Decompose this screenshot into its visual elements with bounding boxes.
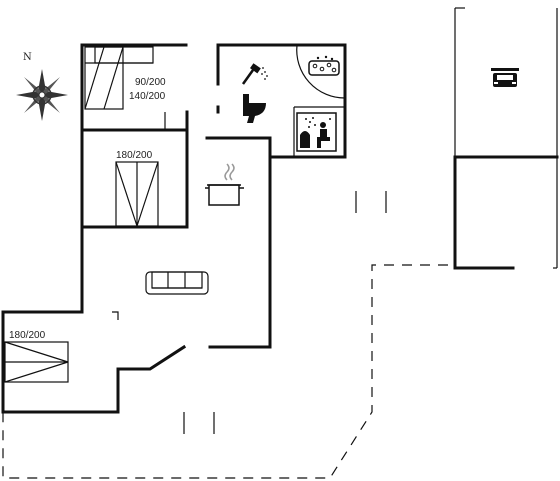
bed-label-left: 180/200 [9,330,46,341]
shower-icon [241,63,268,85]
house-walls [1,43,347,414]
bed-label-middle: 180/200 [116,150,153,161]
door-markers [183,191,387,434]
toilet-icon [243,94,266,123]
double-bed-left [4,341,69,383]
car-icon [491,68,519,87]
sofa-icon [145,271,209,295]
compass-rose-icon: N [16,52,68,121]
bed-label-140: 140/200 [129,91,166,102]
compass-north-label: N [23,52,32,63]
sauna-icon [296,112,337,152]
double-bed-middle [115,161,159,227]
terrace-outline [2,264,448,479]
bed-label-90: 90/200 [135,77,166,88]
cooking-pot-icon [205,163,244,206]
spa-corner [296,44,346,99]
bunk-bed [84,46,154,110]
whirlpool-icon [308,55,340,76]
carport [453,7,559,270]
